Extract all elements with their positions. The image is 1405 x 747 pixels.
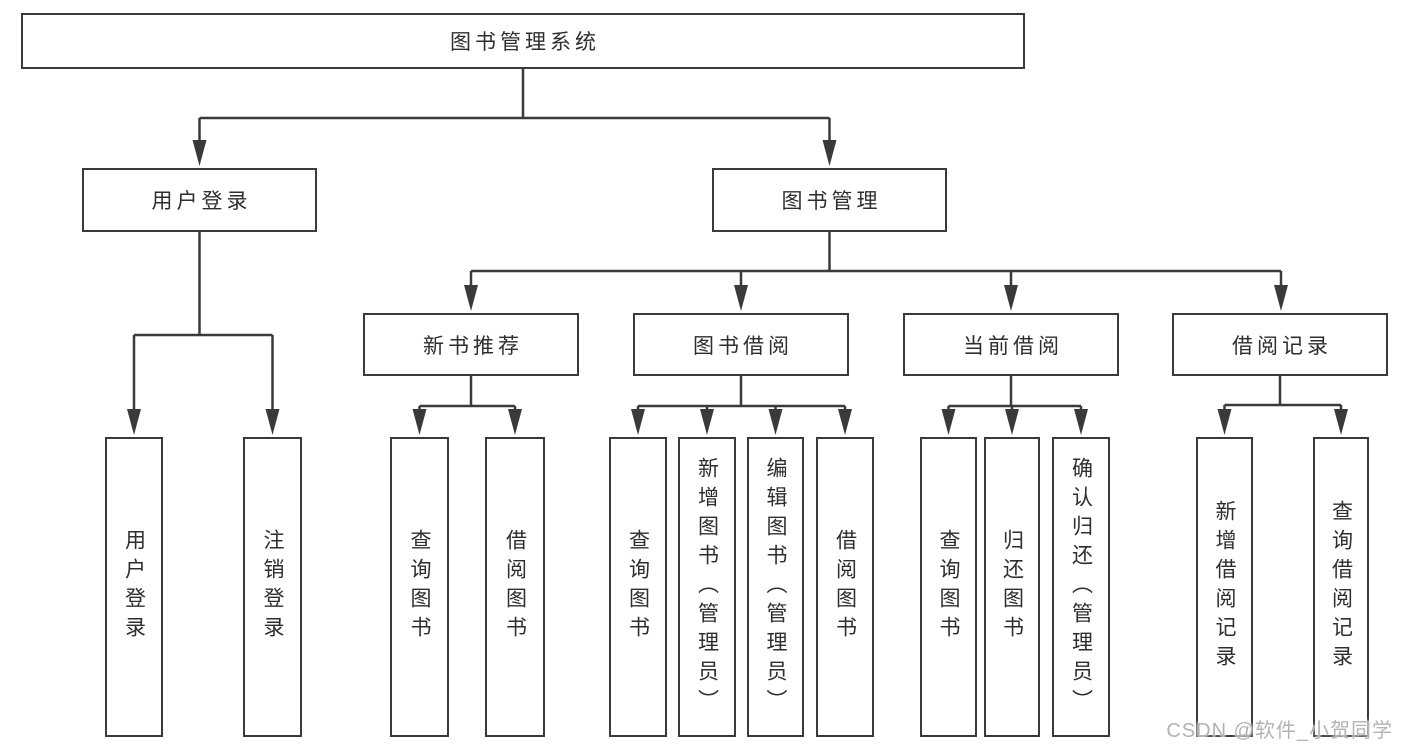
arrowhead-icon (265, 409, 280, 435)
leaf-user-login: 用户登录 (105, 437, 163, 737)
connector-borrowrecords-children (1223, 376, 1343, 416)
arrowhead-icon (700, 409, 714, 435)
arrowhead-icon (734, 285, 748, 311)
node-new-book-recommend: 新书推荐 (363, 313, 579, 376)
leaf-query-books-borrowing: 查询图书 (609, 437, 667, 737)
leaf-query-books-current: 查询图书 (920, 437, 977, 737)
node-library-management-system: 图书管理系统 (21, 13, 1025, 69)
leaf-borrow-books: 借阅图书 (816, 437, 874, 737)
arrowhead-icon (464, 285, 478, 311)
leaf-query-books-recommend: 查询图书 (390, 437, 449, 737)
arrowhead-icon (768, 409, 783, 435)
arrowhead-icon (1004, 285, 1018, 311)
arrowhead-icon (838, 409, 852, 435)
node-label: 用户登录 (151, 190, 252, 213)
connector-bookmgmt-to-level3 (469, 232, 1283, 291)
node-current-borrowing: 当前借阅 (903, 313, 1119, 376)
arrowhead-icon (192, 140, 207, 166)
leaf-label: 编辑图书（管理员） (764, 456, 787, 718)
arrowhead-icon (412, 409, 427, 435)
arrowhead-icon (1074, 409, 1088, 435)
leaf-label: 查询图书 (626, 529, 650, 645)
connector-root-to-level2 (198, 69, 831, 146)
connector-userlogin-children (132, 232, 274, 416)
node-label: 图书借阅 (693, 334, 793, 358)
arrowhead-icon (1005, 409, 1019, 435)
leaf-borrow-books-recommend: 借阅图书 (485, 437, 545, 737)
leaf-return-books: 归还图书 (984, 437, 1040, 737)
leaf-label: 确认归还（管理员） (1069, 456, 1093, 718)
node-book-borrowing: 图书借阅 (633, 313, 849, 376)
node-label: 图书管理系统 (450, 31, 600, 54)
node-label: 借阅记录 (1232, 334, 1332, 358)
leaf-add-borrow-record: 新增借阅记录 (1196, 437, 1253, 737)
arrowhead-icon (1334, 409, 1348, 435)
leaf-query-borrow-record: 查询借阅记录 (1313, 437, 1369, 737)
arrowhead-icon (822, 140, 837, 166)
connector-borrowmgmt-children (636, 376, 847, 416)
leaf-label: 归还图书 (1000, 529, 1024, 645)
leaf-label: 查询图书 (937, 529, 960, 645)
leaf-label: 借阅图书 (833, 529, 857, 645)
connector-newbooks-children (418, 376, 517, 416)
leaf-add-books-admin: 新增图书（管理员） (678, 437, 736, 737)
leaf-logout: 注销登录 (243, 437, 302, 737)
arrowhead-icon (508, 409, 522, 435)
arrowhead-icon (941, 409, 956, 435)
node-label: 当前借阅 (963, 334, 1063, 358)
leaf-label: 查询图书 (408, 529, 431, 645)
node-label: 图书管理 (781, 190, 882, 213)
node-label: 新书推荐 (423, 334, 523, 358)
leaf-confirm-return-admin: 确认归还（管理员） (1052, 437, 1110, 737)
leaf-label: 查询借阅记录 (1329, 500, 1353, 674)
arrowhead-icon (1274, 285, 1288, 311)
leaf-label: 新增图书（管理员） (695, 456, 719, 718)
node-book-management: 图书管理 (712, 168, 947, 232)
leaf-label: 注销登录 (261, 529, 284, 645)
arrowhead-icon (127, 409, 141, 435)
leaf-label: 用户登录 (122, 529, 146, 645)
leaf-edit-books-admin: 编辑图书（管理员） (747, 437, 804, 737)
node-borrow-records: 借阅记录 (1172, 313, 1388, 376)
arrowhead-icon (631, 409, 645, 435)
leaf-label: 借阅图书 (503, 529, 527, 645)
leaf-label: 新增借阅记录 (1213, 500, 1236, 674)
arrowhead-icon (1217, 409, 1232, 435)
node-user-login: 用户登录 (82, 168, 317, 232)
